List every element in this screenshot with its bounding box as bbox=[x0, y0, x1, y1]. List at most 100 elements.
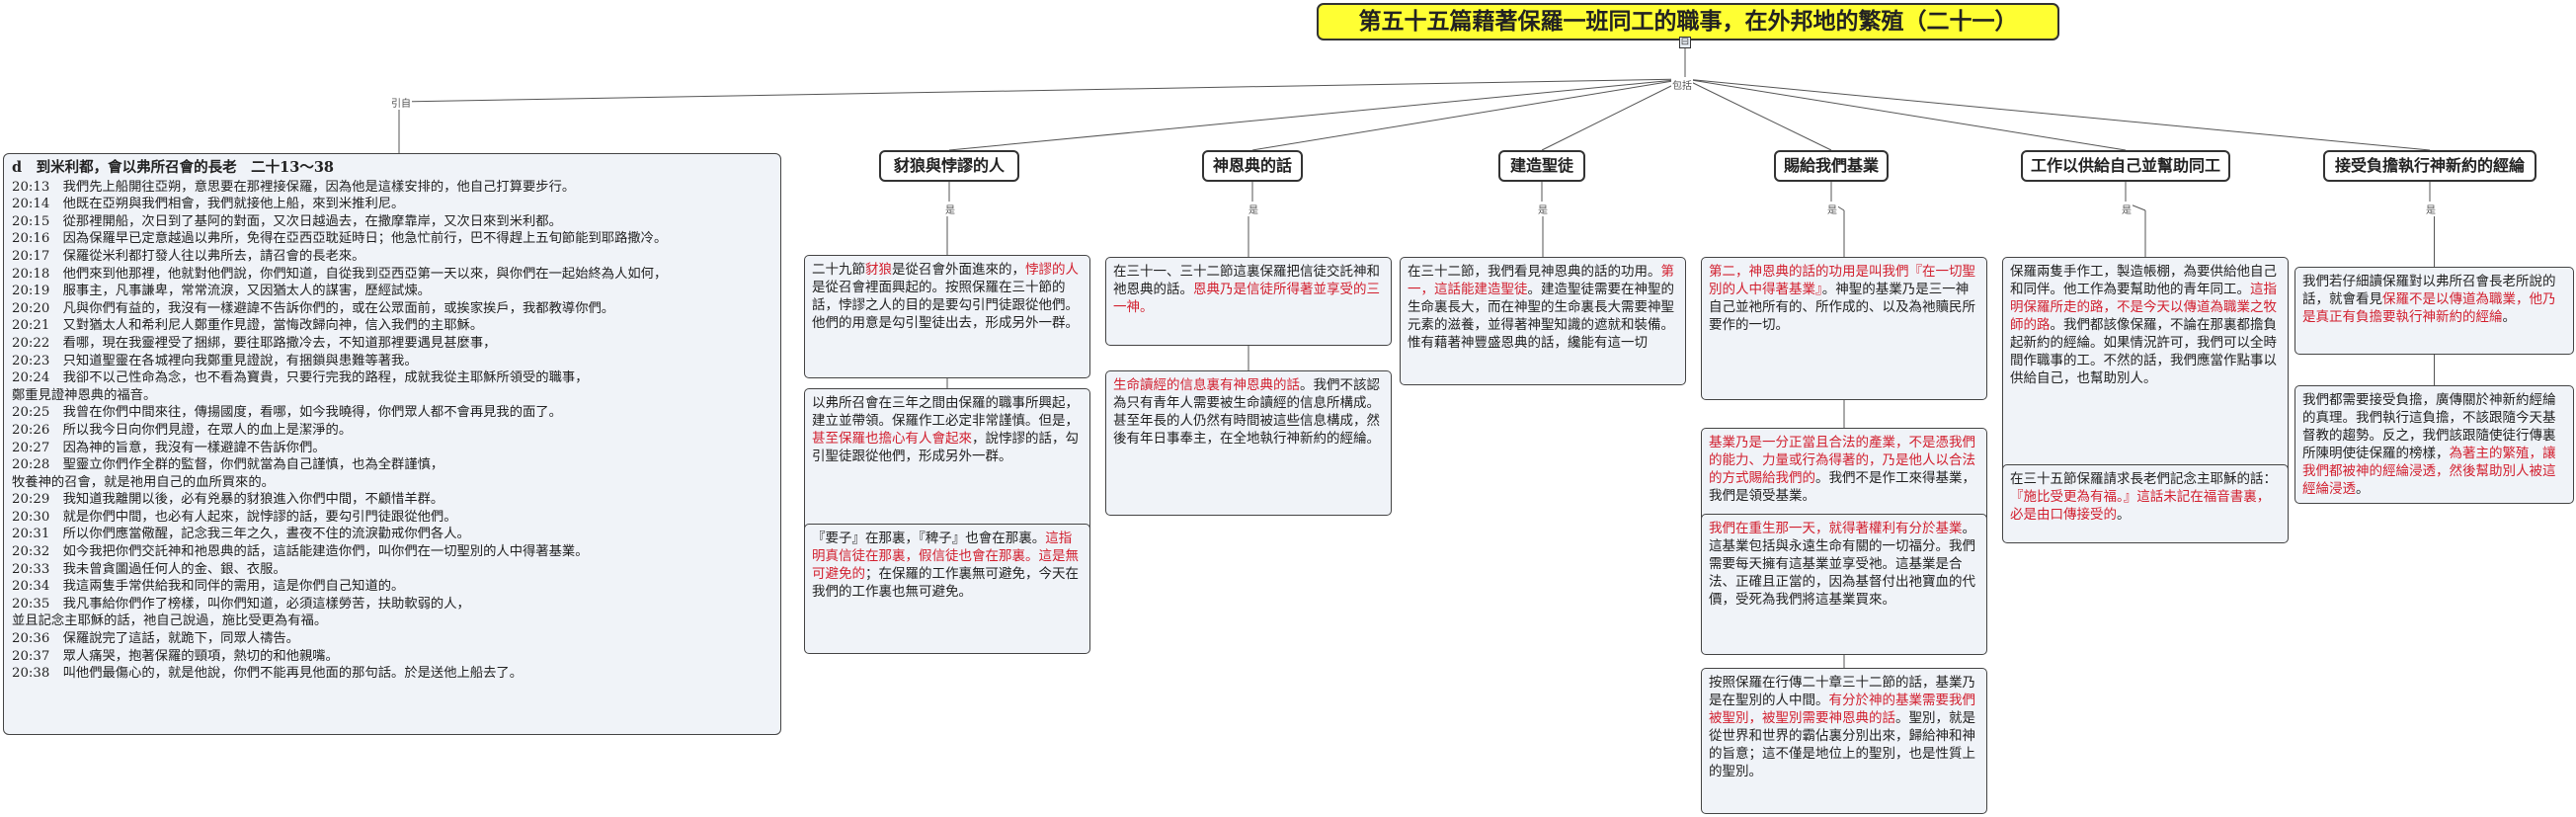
note-text: 我們若仔細讀保羅對以弗所召會長老所說的話，就會看見 bbox=[2302, 274, 2556, 307]
note-text: 保羅兩隻手作工，製造帳棚，為要供給他自己和同伴。他工作為要幫助他的青年同工。 bbox=[2010, 264, 2277, 297]
connector-line bbox=[1251, 78, 1686, 151]
note-box: 按照保羅在行傳二十章三十二節的話，基業乃是在聖別的人中間。有分於神的基業需要我們… bbox=[1701, 668, 1987, 814]
note-box: 我們若仔細讀保羅對以弗所召會長老所說的話，就會看見保羅不是以傳道為職業，他乃是真… bbox=[2294, 267, 2574, 355]
note-box: 『要子』在那裏，『稗子』也會在那裏。這指明真信徒在那裏，假信徒也會在那裏。這是無… bbox=[804, 524, 1090, 654]
note-text: 。聖別，就是從世界和世界的霸佔裏分別出來，歸給神和神的旨意；這不僅是地位上的聖別… bbox=[1709, 710, 1975, 779]
connector-line bbox=[1684, 78, 1832, 151]
verse-line: 並且記念主耶穌的話，祂自己說過，施比受更為有福。 bbox=[12, 613, 328, 629]
edge-label-is: 是 bbox=[1248, 202, 1259, 216]
verse-line: 20:29 我知道我離開以後，必有兇暴的豺狼進入你們中間，不顧惜羊群。 bbox=[12, 492, 444, 508]
topic-heading[interactable]: 賜給我們基業 bbox=[1774, 150, 1889, 182]
note-text: 。建造聖徒需要在神聖的生命裏長大，而在神聖的生命裏長大需要神聖元素的滋養，並得著… bbox=[1408, 282, 1674, 351]
note-box: 在三十五節保羅請求長老們記念主耶穌的話： 『施比受更為有福。』這話未記在福音書裏，… bbox=[2002, 464, 2289, 543]
verse-passage-heading: d 到米利都，會以弗所召會的長老 二十13～38 bbox=[12, 159, 334, 176]
note-text: 。神聖的基業乃是三一神自己並祂所有的、所作成的、以及為祂贖民所要作的一切。 bbox=[1709, 282, 1975, 333]
topic-heading[interactable]: 神恩典的話 bbox=[1202, 150, 1303, 182]
highlighted-text: 恩典乃是信徒所得著並享受的三一神。 bbox=[1113, 282, 1380, 315]
edge-label-is: 是 bbox=[1826, 202, 1838, 216]
highlighted-text: 悖謬的人 bbox=[1025, 262, 1079, 278]
verse-line: 20:18 他們來到他那裡，他就對他們說，你們知道，自從我到亞西亞第一天以來，與… bbox=[12, 266, 668, 282]
verse-line: 鄭重見證神恩典的福音。 bbox=[12, 387, 157, 403]
highlighted-text: 這指明真信徒在那裏，假信徒也會在那裏。這是無可避免的 bbox=[812, 531, 1079, 582]
connector-line bbox=[948, 78, 1686, 151]
topic-heading[interactable]: 豺狼與悖謬的人 bbox=[879, 150, 1019, 182]
edge-label-is: 是 bbox=[944, 202, 956, 216]
note-text: 我們都需要接受負擔，廣傳關於神新約經綸的真理。我們執行這負擔，不該跟隨今天基督教… bbox=[2302, 392, 2556, 461]
note-text: 。 bbox=[2117, 507, 2131, 523]
verse-line: 20:30 就是你們中間，也必有人起來，說悖謬的話，要勾引門徒跟從他們。 bbox=[12, 509, 457, 525]
highlighted-text: 為著主的繁殖，讓我們都被神的經綸浸透，然後幫助別人被這經綸浸透 bbox=[2302, 446, 2556, 497]
verse-line: 20:35 我凡事給你們作了榜樣，叫你們知道，必須這樣勞苦，扶助軟弱的人， bbox=[12, 596, 470, 612]
note-text: 。我們都該像保羅，不論在那裏都擔負起新約的經綸。如果情況許可，我們可以全時間作職… bbox=[2010, 317, 2277, 386]
edge-label-includes: 包括 bbox=[1671, 77, 1693, 92]
connector-line bbox=[1684, 78, 2431, 151]
verse-line: 20:25 我曾在你們中間來往，傳揚國度，看哪，如今我曉得，你們眾人都不會再見我… bbox=[12, 405, 562, 421]
note-box: 我們在重生那一天，就得著權利有分於基業。這基業包括與永遠生命有關的一切福分。我們… bbox=[1701, 514, 1987, 655]
highlighted-text: 我們在重生那一天，就得著權利有分於基業 bbox=[1709, 521, 1963, 536]
verse-line: 20:28 聖靈立你們作全群的監督，你們就當為自己謹慎，也為全群謹慎， bbox=[12, 457, 444, 473]
highlighted-text: 第二，神恩典的話的功用是叫我們『在一切聖別的人中得著基業』 bbox=[1709, 264, 1975, 297]
highlighted-text: 第一，這話能建造聖徒 bbox=[1408, 264, 1674, 297]
note-text: 是從召會裡面興起的。按照保羅在三十節的話，悖謬之人的目的是要勾引門徒跟從他們。他… bbox=[812, 280, 1079, 331]
verse-line: 20:24 我卻不以己性命為念，也不看為寶貴，只要行完我的路程，成就我從主耶穌所… bbox=[12, 370, 589, 386]
verse-line: 20:14 他既在亞朔與我們相會，我們就接他上船，來到米推利尼。 bbox=[12, 197, 405, 212]
verse-line: 20:34 我這兩隻手常供給我和同伴的需用，這是你們自己知道的。 bbox=[12, 579, 405, 595]
highlighted-text: 甚至保羅也擔心有人會起來 bbox=[812, 431, 972, 447]
highlighted-text: 這指明保羅所走的路，不是今天以傳道為職業之牧師的路 bbox=[2010, 282, 2277, 333]
topic-heading[interactable]: 建造聖徒 bbox=[1498, 150, 1585, 182]
verse-line: 20:38 叫他們最傷心的，就是他說，你們不能再見他面的那句話。於是送他上船去了… bbox=[12, 666, 523, 682]
note-text: 是從召會外面進來的， bbox=[892, 262, 1025, 278]
note-text: 在三十一、三十二節這裏保羅把信徒交託神和祂恩典的話。 bbox=[1113, 264, 1380, 297]
note-text: 。我們不是作工來得基業，我們是領受基業。 bbox=[1709, 470, 1975, 504]
note-text: ，說悖謬的話，勾引聖徒跟從他們，形成另外一群。 bbox=[812, 431, 1079, 464]
note-box: 生命讀經的信息裏有神恩典的話。我們不該認為只有青年人需要被生命讀經的信息所構成。… bbox=[1105, 370, 1392, 516]
verse-line: 20:32 如今我把你們交託神和祂恩典的話，這話能建造你們，叫你們在一切聖別的人… bbox=[12, 544, 589, 560]
note-box: 以弗所召會在三年之間由保羅的職事所興起，建立並帶領。保羅作工必定非常謹慎。但是，… bbox=[804, 388, 1090, 536]
note-box: 保羅兩隻手作工，製造帳棚，為要供給他自己和同伴。他工作為要幫助他的青年同工。這指… bbox=[2002, 257, 2289, 474]
topic-heading[interactable]: 工作以供給自己並幫助同工 bbox=[2021, 150, 2230, 182]
note-text: 以弗所召會在三年之間由保羅的職事所興起，建立並帶領。保羅作工必定非常謹慎。但是， bbox=[812, 395, 1079, 429]
verse-line: 牧養神的召會，就是祂用自己的血所買來的。 bbox=[12, 474, 275, 490]
highlighted-text: 基業乃是一分正當且合法的產業，不是憑我們的能力、力量或行為得著的，乃是他人以合法… bbox=[1709, 435, 1975, 486]
note-text: 。 bbox=[2502, 309, 2517, 325]
verse-line: 20:19 服事主，凡事謙卑，常常流淚，又因猶太人的謀害，歷經試煉。 bbox=[12, 284, 431, 299]
note-box: 在三十一、三十二節這裏保羅把信徒交託神和祂恩典的話。恩典乃是信徒所得著並享受的三… bbox=[1105, 257, 1392, 346]
verse-passage-box: d 到米利都，會以弗所召會的長老 二十13～38 20:13 我們先上船開往亞朔… bbox=[3, 153, 781, 735]
verse-line: 20:13 我們先上船開往亞朔，意思要在那裡接保羅，因為他是這樣安排的，他自己打… bbox=[12, 179, 576, 195]
verse-line: 20:26 所以我今日向你們見證，在眾人的血上是潔淨的。 bbox=[12, 422, 353, 438]
note-text: 按照保羅在行傳二十章三十二節的話，基業乃是在聖別的人中間。 bbox=[1709, 675, 1975, 708]
verse-line: 20:21 又對猶太人和希利尼人鄭重作見證，當悔改歸向神，信入我們的主耶穌。 bbox=[12, 318, 484, 334]
highlighted-text: 生命讀經的信息裏有神恩典的話 bbox=[1113, 377, 1300, 393]
note-text: 『要子』在那裏，『稗子』也會在那裏。 bbox=[812, 531, 1046, 546]
highlighted-text: 有分於神的基業需要我們被聖別，被聖別需要神恩典的話 bbox=[1709, 693, 1975, 726]
note-text: 在三十五節保羅請求長老們記念主耶穌的話： bbox=[2010, 471, 2277, 487]
note-box: 我們都需要接受負擔，廣傳關於神新約經綸的真理。我們執行這負擔，不該跟隨今天基督教… bbox=[2294, 385, 2574, 504]
note-text: 二十九節 bbox=[812, 262, 865, 278]
note-text: 。我們不該認為只有青年人需要被生命讀經的信息所構成。甚至年長的人仍然有時間被這些… bbox=[1113, 377, 1380, 447]
highlighted-text: 保羅不是以傳道為職業，他乃是真正有負擔要執行神新約的經綸 bbox=[2302, 291, 2556, 325]
edge-label-quoted-from: 引自 bbox=[390, 95, 412, 110]
note-box: 二十九節豺狼是從召會外面進來的，悖謬的人是從召會裡面興起的。按照保羅在三十節的話… bbox=[804, 255, 1090, 378]
topic-heading[interactable]: 接受負擔執行神新約的經綸 bbox=[2323, 150, 2536, 182]
edge-label-is: 是 bbox=[1537, 202, 1549, 216]
verse-line: 20:17 保羅從米利都打發人往以弗所去，請召會的長老來。 bbox=[12, 248, 365, 264]
verse-line: 20:22 看哪，現在我靈裡受了捆綁，要往耶路撒冷去，不知道那裡要遇見甚麼事， bbox=[12, 335, 497, 351]
connector-line bbox=[1541, 78, 1686, 151]
highlighted-text: 『施比受更為有福。』這話未記在福音書裏，必是由口傳接受的 bbox=[2010, 489, 2271, 523]
note-box: 在三十二節，我們看見神恩典的話的功用。第一，這話能建造聖徒。建造聖徒需要在神聖的… bbox=[1400, 257, 1686, 385]
verse-lines: 20:13 我們先上船開往亞朔，意思要在那裡接保羅，因為他是這樣安排的，他自己打… bbox=[12, 179, 772, 683]
collapse-toggle-icon[interactable]: ⊟ bbox=[1679, 37, 1691, 48]
verse-line: 20:33 我未曾貪圖過任何人的金、銀、衣服。 bbox=[12, 561, 286, 577]
edge-label-is: 是 bbox=[2121, 202, 2133, 216]
mindmap-title: 第五十五篇藉著保羅一班同工的職事，在外邦地的繁殖（二十一） bbox=[1317, 3, 2059, 41]
highlighted-text: 豺狼 bbox=[865, 262, 892, 278]
note-text: 在三十二節，我們看見神恩典的話的功用。 bbox=[1408, 264, 1661, 280]
note-text: 。 bbox=[2356, 481, 2370, 497]
note-text: 。這基業包括與永遠生命有關的一切福分。我們需要每天擁有這基業並享受祂。這基業是合… bbox=[1709, 521, 1975, 608]
verse-line: 20:37 眾人痛哭，抱著保羅的頸項，熱切的和他親嘴。 bbox=[12, 648, 339, 664]
verse-line: 20:20 凡與你們有益的，我沒有一樣避諱不告訴你們的，或在公眾面前，或挨家挨戶… bbox=[12, 300, 615, 316]
note-box: 第二，神恩典的話的功用是叫我們『在一切聖別的人中得著基業』。神聖的基業乃是三一神… bbox=[1701, 257, 1987, 400]
connector-line bbox=[398, 78, 1686, 103]
verse-line: 20:36 保羅說完了這話，就跪下，同眾人禱告。 bbox=[12, 631, 299, 647]
